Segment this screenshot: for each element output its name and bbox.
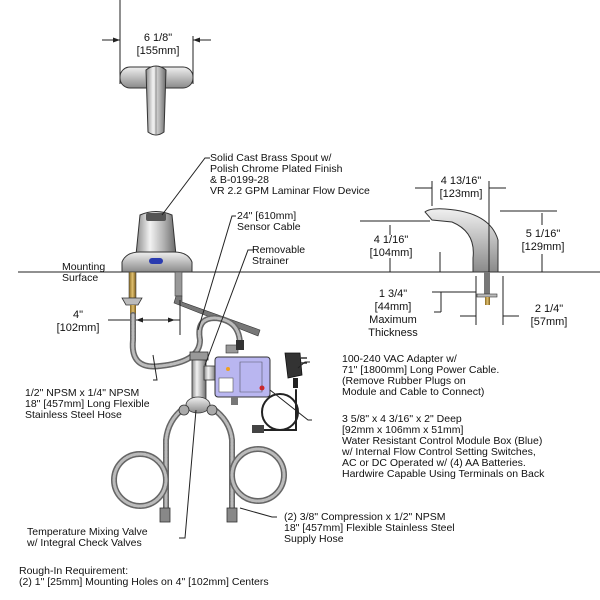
- dim-metric: [57mm]: [530, 316, 568, 328]
- dim-metric: [155mm]: [136, 45, 180, 57]
- label-line: w/ Integral Check Valves: [27, 537, 142, 549]
- dim-imperial: 4": [72, 309, 84, 321]
- label-line: Water Resistant Control Module Box (Blue…: [342, 435, 543, 447]
- rough-in-title: Rough-In Requirement:: [19, 565, 129, 577]
- label-line: Sensor Cable: [237, 221, 301, 233]
- label-line: & B-0199-28: [210, 174, 269, 186]
- dim-metric: [104mm]: [369, 247, 413, 259]
- label-control-module: 3 5/8" x 4 3/16" x 2" Deep [92mm x 106mm…: [342, 414, 544, 480]
- label-spout: Solid Cast Brass Spout w/ Polish Chrome …: [210, 153, 370, 197]
- top-view-faucet: [102, 0, 211, 136]
- dim-note: Maximum: [369, 314, 417, 326]
- dim-metric: [123mm]: [439, 188, 483, 200]
- label-flex-hose: 1/2" NPSM x 1/4" NPSM 18" [457mm] Long F…: [25, 388, 150, 421]
- label-line: Temperature Mixing Valve: [27, 526, 148, 538]
- side-view-faucet: [424, 208, 499, 305]
- label-line: 100-240 VAC Adapter w/: [342, 353, 457, 365]
- label-line: Hardwire Capable Using Terminals on Back: [342, 468, 545, 480]
- dim-max-thickness: 1 3/4" [44mm] Maximum Thickness: [368, 288, 418, 340]
- sensor-window: [149, 258, 163, 264]
- label-line: 71" [1800mm] Long Power Cable.: [342, 364, 500, 376]
- dim-shank-width: 2 1/4" [57mm]: [524, 303, 574, 329]
- label-line: VR 2.2 GPM Laminar Flow Device: [210, 185, 370, 197]
- dim-metric: [129mm]: [521, 241, 565, 253]
- dim-imperial: 4 13/16": [440, 175, 482, 187]
- label-line: Supply Hose: [284, 533, 344, 545]
- label-line: Polish Chrome Plated Finish: [210, 163, 343, 175]
- mixing-valve: [178, 351, 218, 416]
- label-mixing-valve: Temperature Mixing Valve w/ Integral Che…: [27, 527, 148, 549]
- dim-imperial: 5 1/16": [525, 228, 561, 240]
- dim-imperial: 4 1/16": [373, 234, 409, 246]
- label-line: Module and Cable to Connect): [342, 386, 485, 398]
- label-line: [92mm x 106mm x 51mm]: [342, 424, 464, 436]
- label-line: 18" [457mm] Flexible Stainless Steel: [284, 522, 455, 534]
- label-line: AC or DC Operated w/ (4) AA Batteries.: [342, 457, 526, 469]
- dim-imperial: 2 1/4": [534, 303, 564, 315]
- label-sensor-cable: 24" [610mm] Sensor Cable: [237, 211, 301, 233]
- dim-side-reach: 4 13/16" [123mm]: [433, 175, 489, 201]
- label-line: Surface: [62, 272, 99, 284]
- label-line: 1/2" NPSM x 1/4" NPSM: [25, 387, 140, 399]
- label-line: Removable: [252, 244, 306, 256]
- label-supply-hose: (2) 3/8" Compression x 1/2" NPSM 18" [45…: [284, 512, 455, 545]
- side-dimension-lines: [360, 181, 557, 325]
- dim-imperial: 6 1/8": [143, 32, 173, 44]
- label-line: 3 5/8" x 4 3/16" x 2" Deep: [342, 413, 462, 425]
- rough-in-requirement: Rough-In Requirement: (2) 1" [25mm] Moun…: [19, 566, 269, 588]
- control-module-box: [214, 340, 271, 405]
- dim-metric: [102mm]: [56, 322, 100, 334]
- dim-center-spacing: 4" [102mm]: [52, 309, 104, 335]
- label-line: Strainer: [252, 255, 289, 267]
- dim-top-width: 6 1/8" [155mm]: [128, 32, 188, 58]
- label-strainer: Removable Strainer: [252, 245, 305, 267]
- dim-metric: [44mm]: [374, 301, 412, 313]
- label-line: Stainless Steel Hose: [25, 409, 122, 421]
- dim-imperial: 1 3/4": [378, 288, 408, 300]
- label-mounting-surface: Mounting Surface: [62, 262, 105, 284]
- dim-spout-height: 4 1/16" [104mm]: [365, 234, 417, 260]
- dim-note: Thickness: [368, 327, 418, 339]
- hoses: [111, 312, 299, 513]
- label-line: Mounting: [62, 261, 106, 273]
- rough-in-text: (2) 1" [25mm] Mounting Holes on 4" [102m…: [19, 576, 269, 588]
- label-adapter: 100-240 VAC Adapter w/ 71" [1800mm] Long…: [342, 354, 499, 398]
- power-adapter: [284, 352, 307, 388]
- center-dimension: [108, 300, 181, 335]
- dim-overall-height: 5 1/16" [129mm]: [518, 228, 568, 254]
- leader-lines: [152, 157, 312, 539]
- label-line: (2) 3/8" Compression x 1/2" NPSM: [284, 511, 446, 523]
- label-line: (Remove Rubber Plugs on: [342, 375, 466, 387]
- label-line: 24" [610mm]: [237, 210, 297, 222]
- label-line: w/ Internal Flow Control Setting Switche…: [342, 446, 536, 458]
- label-line: Solid Cast Brass Spout w/: [210, 152, 332, 164]
- label-line: 18" [457mm] Long Flexible: [25, 398, 150, 410]
